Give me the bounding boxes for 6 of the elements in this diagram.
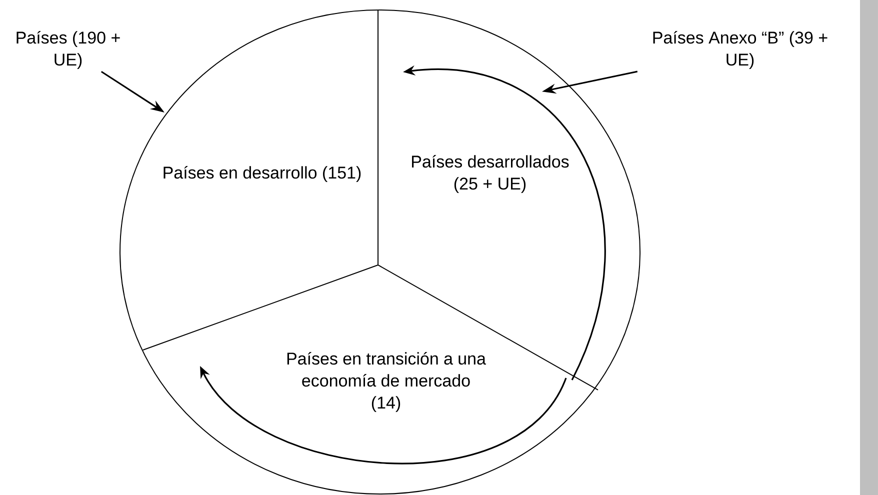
pie-circle bbox=[120, 10, 640, 494]
group-label: Países (190 + UE) bbox=[16, 30, 120, 69]
sector-label: Países en desarrollo (151) bbox=[164, 166, 361, 182]
sector-label: Países desarrollados (25 + UE) bbox=[412, 154, 569, 193]
sector-label: Países en transición a una economía de mercado (14) bbox=[287, 352, 486, 412]
group-label: Países Anexo “B” (39 + UE) bbox=[653, 30, 828, 69]
